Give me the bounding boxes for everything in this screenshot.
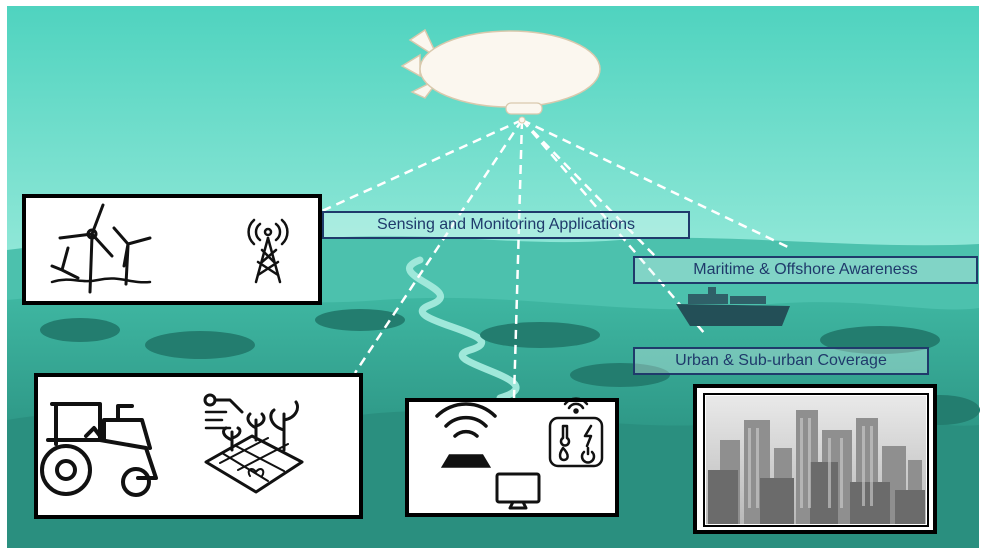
maritime-offshore-label: Maritime & Offshore Awareness	[633, 256, 978, 284]
cargo-ship-icon	[676, 287, 790, 326]
communication-links	[321, 118, 791, 399]
river	[406, 256, 520, 402]
panel-agri-background	[36, 375, 361, 517]
city-skyline-image	[706, 396, 926, 524]
airship-icon	[400, 28, 601, 124]
urban-suburban-label: Urban & Sub-urban Coverage	[633, 347, 929, 375]
sensing-monitoring-label: Sensing and Monitoring Applications	[322, 211, 690, 239]
